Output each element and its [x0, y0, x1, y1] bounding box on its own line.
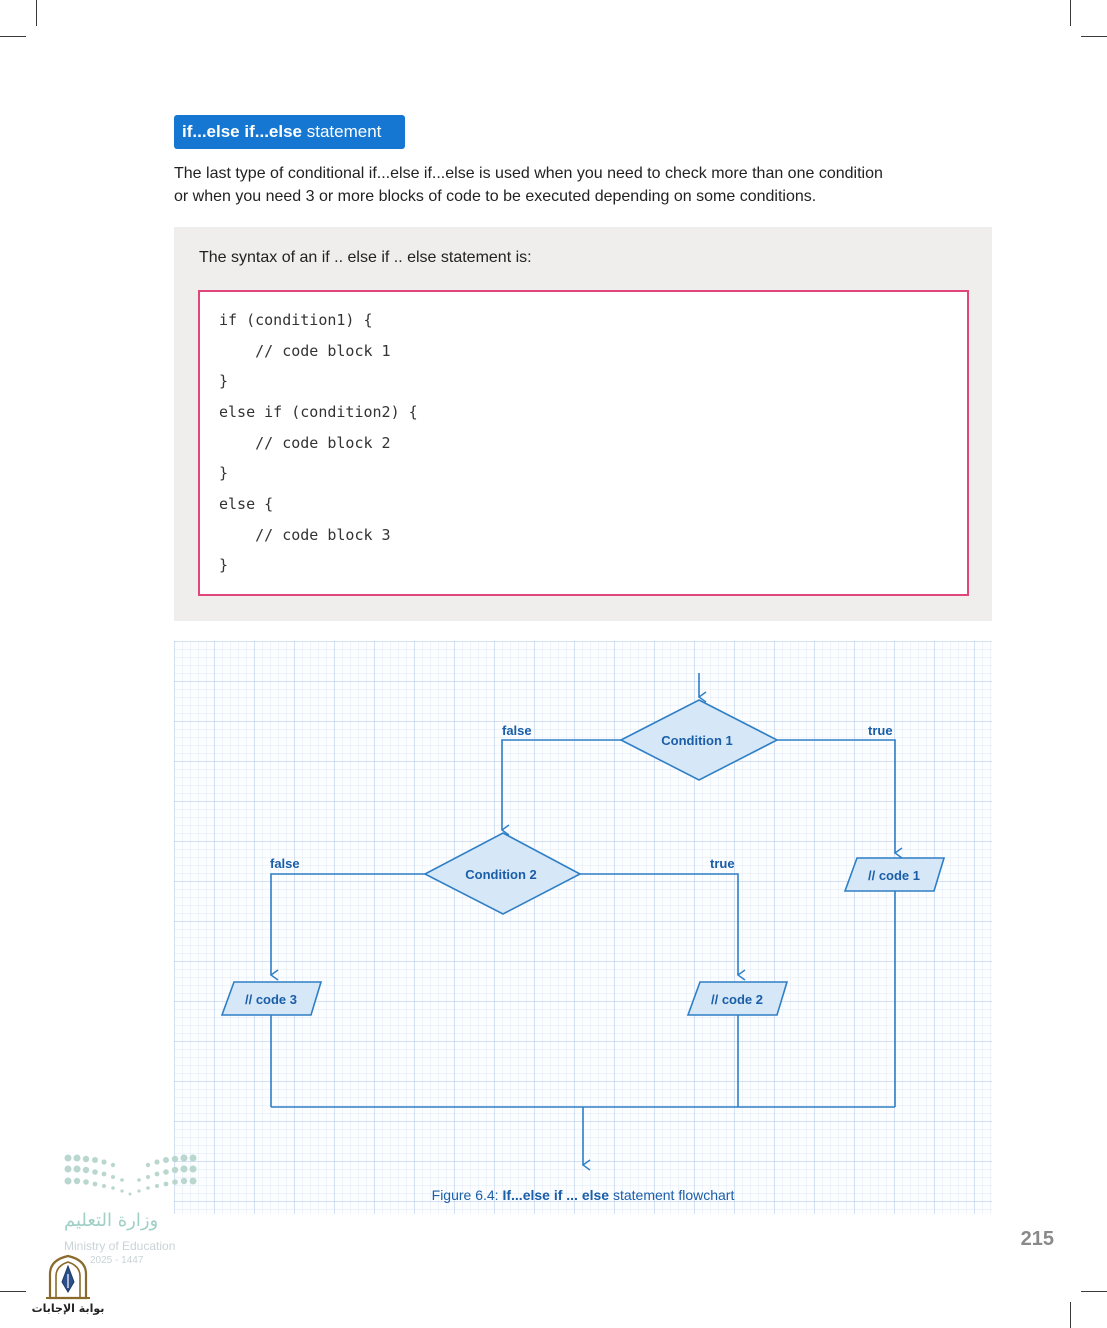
ministry-logo: وزارة التعليم Ministry of Education 2025… [60, 1150, 210, 1270]
code-line: } [219, 464, 229, 482]
intro-line-2: or when you need 3 or more blocks of cod… [174, 188, 817, 205]
code-line: // code block 2 [219, 434, 391, 452]
crop-mark [1081, 1291, 1107, 1292]
figure-caption: Figure 6.4: If...else if ... else statem… [174, 1187, 992, 1203]
section-heading: if...else if...else statement [174, 115, 405, 149]
code-line: // code block 1 [219, 342, 391, 360]
ministry-year: 2025 - 1447 [90, 1255, 144, 1266]
code-line: } [219, 556, 229, 574]
flowchart-svg: Condition 1 Condition 2 // code 1 // cod… [220, 673, 946, 1171]
code-line: } [219, 372, 229, 390]
code-line: if (condition1) { [219, 311, 373, 329]
condition1-label: Condition 1 [661, 733, 733, 748]
code2-box [686, 981, 789, 1016]
code-line: // code block 3 [219, 526, 391, 544]
ministry-dots-icon [64, 1154, 197, 1196]
answers-portal-logo: بوابة الإجابات [28, 1254, 108, 1320]
crop-mark [0, 1291, 26, 1292]
condition1-true-label: true [868, 723, 893, 738]
code3-box [220, 981, 323, 1016]
condition2-true-label: true [710, 856, 735, 871]
code1-box [843, 857, 946, 892]
code-line: else { [219, 495, 274, 513]
crop-mark [36, 0, 37, 26]
caption-bold-2: else [581, 1187, 610, 1203]
heading-bold: if...else if...else [182, 122, 303, 141]
ministry-english-name: Ministry of Education [64, 1239, 176, 1253]
code3-label: // code 3 [245, 992, 297, 1007]
intro-paragraph: The last type of conditional if...else i… [174, 162, 964, 208]
answers-portal-name: بوابة الإجابات [31, 1302, 105, 1315]
ministry-arabic-name: وزارة التعليم [64, 1210, 159, 1231]
condition2-label: Condition 2 [465, 867, 537, 882]
page-number: 215 [1020, 1228, 1054, 1250]
code2-label: // code 2 [711, 992, 763, 1007]
condition2-true-line [580, 873, 746, 981]
code-box: if (condition1) { // code block 1 } else… [198, 290, 969, 596]
crop-mark [1070, 0, 1071, 26]
flowchart: Condition 1 Condition 2 // code 1 // cod… [174, 641, 992, 1214]
condition1-diamond [619, 699, 779, 781]
code1-label: // code 1 [868, 868, 920, 883]
caption-suffix: statement flowchart [609, 1187, 735, 1203]
condition1-true-line [777, 739, 903, 859]
syntax-panel: The syntax of an if .. else if .. else s… [174, 227, 992, 621]
condition1-false-line [500, 739, 621, 836]
condition2-false-line [269, 873, 425, 981]
caption-prefix: Figure 6.4: [431, 1187, 503, 1203]
code-line: else if (condition2) { [219, 403, 418, 421]
mosque-pen-icon [46, 1254, 90, 1300]
caption-bold-1: If...else if ... [502, 1187, 578, 1203]
syntax-label: The syntax of an if .. else if .. else s… [199, 249, 532, 266]
crop-mark [1081, 36, 1107, 37]
condition1-false-label: false [502, 723, 532, 738]
heading-rest: statement [302, 122, 382, 141]
crop-mark [0, 36, 26, 37]
condition2-false-label: false [270, 856, 300, 871]
intro-line-1: The last type of conditional if...else i… [174, 165, 883, 182]
crop-mark [1070, 1302, 1071, 1328]
condition2-diamond [423, 832, 582, 915]
